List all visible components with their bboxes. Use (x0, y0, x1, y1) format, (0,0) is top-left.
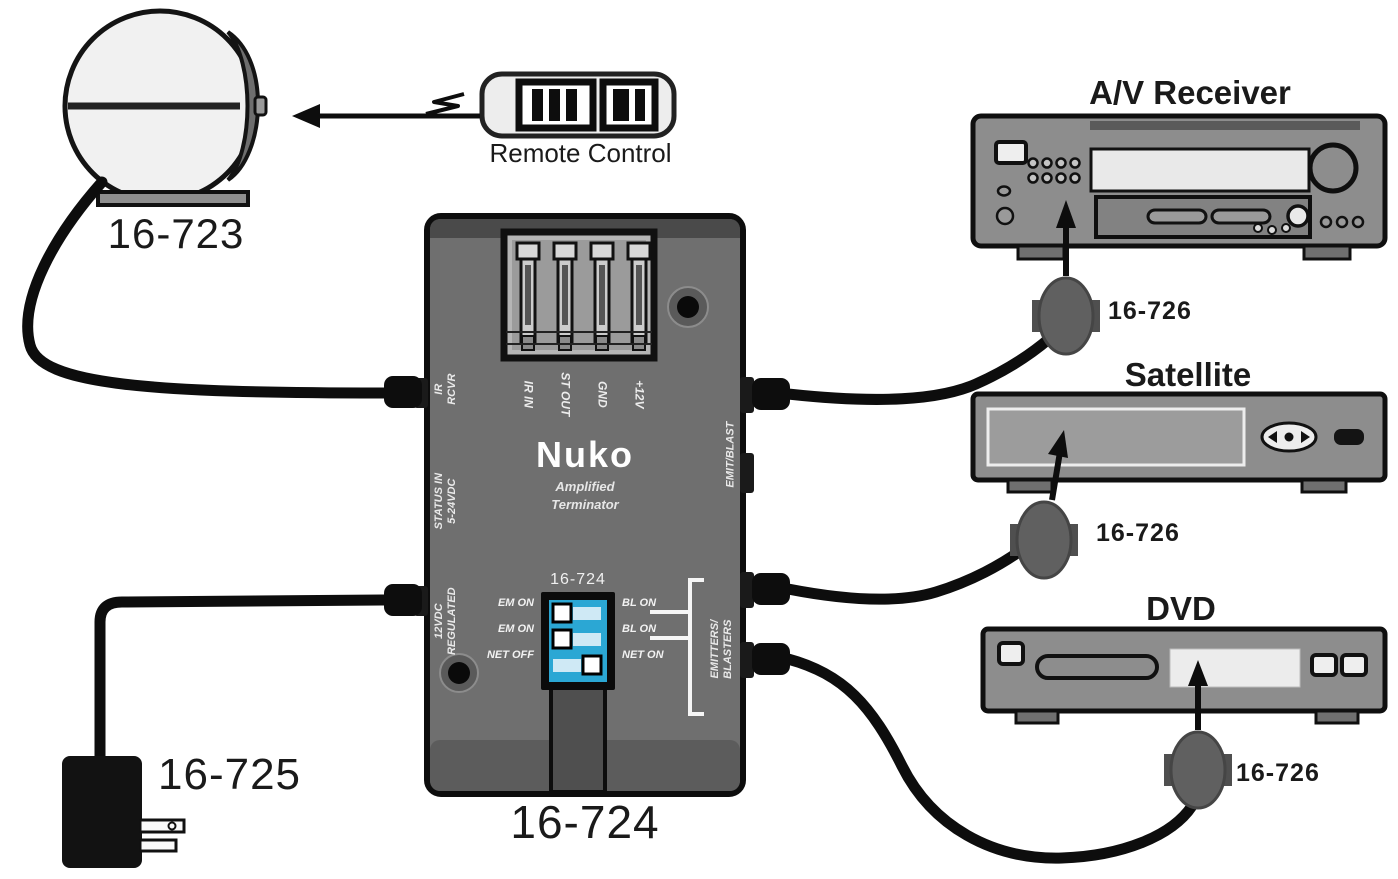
ir-receiver-part-label: 16-723 (107, 210, 245, 257)
port-label-emitters-blasters: EMITTERS/ BLASTERS (709, 589, 735, 709)
unit-subtitle-line2: Terminator (551, 496, 619, 512)
satellite-foot (1006, 478, 1054, 494)
dip-slider-strip (549, 684, 607, 794)
emitter-part-label-sat: 16-726 (1096, 519, 1180, 547)
dip-switch-3 (581, 654, 603, 676)
cable-power (94, 594, 390, 764)
satellite-illustration (970, 391, 1388, 494)
dip-label-right-2: BL ON (622, 623, 657, 635)
dvd-foot (1014, 709, 1060, 725)
dip-label-right-3: NET ON (622, 649, 664, 661)
dvd-display (1169, 648, 1301, 688)
power-supply-part-label: 16-725 (158, 750, 302, 799)
port-ir-rcvr-line2: RCVR (446, 373, 458, 405)
unit-brand-logo: Nuko (536, 434, 634, 475)
port-status-line2: 5-24VDC (446, 478, 458, 524)
dip-switch-2 (551, 628, 573, 650)
plug-power (384, 584, 422, 616)
emitter-part-label-dvd: 16-726 (1236, 759, 1320, 787)
dip-label-left-2: EM ON (497, 623, 534, 635)
satellite-display (986, 407, 1246, 467)
emitter-dvd (1164, 660, 1232, 810)
mounting-hole (439, 653, 479, 693)
av-power-button (994, 140, 1028, 165)
satellite-foot (1300, 478, 1348, 494)
ir-receiver-lens-face (226, 30, 261, 182)
unit-part-small-label: 16-724 (550, 571, 606, 588)
dip-label-left-1: EM ON (497, 597, 534, 609)
emitters-group-line2: BLASTERS (722, 619, 734, 679)
terminal-label-gnd: GND (595, 380, 610, 408)
emitter-sat (1010, 430, 1078, 580)
terminal-label-ir-in: IR IN (521, 380, 536, 408)
mounting-hole (667, 286, 709, 328)
dvd-disc-tray (1035, 654, 1159, 680)
unit-subtitle-line1: Amplified (555, 479, 615, 494)
ir-receiver-illustration (62, 8, 268, 207)
dip-label-right-1: BL ON (622, 597, 657, 609)
ir-receiver-nub (253, 95, 268, 117)
plugs (384, 376, 790, 675)
power-prong (138, 818, 186, 834)
arrow-into-dvd (1188, 660, 1208, 686)
emitters-group-bracket (650, 578, 704, 716)
arrow-into-av (1056, 200, 1076, 228)
cables (22, 176, 1198, 864)
emitter-part-label-av: 16-726 (1108, 297, 1192, 325)
dvd-illustration (980, 626, 1388, 725)
av-receiver-illustration (970, 113, 1388, 261)
dip-switch-1 (551, 602, 573, 624)
satellite-title: Satellite (1124, 356, 1252, 393)
port-12vdc-line1: 12VDC (432, 603, 445, 639)
remote-control-label: Remote Control (489, 138, 672, 168)
dip-label-left-3: NET OFF (486, 649, 534, 661)
unit-subtitle: Amplified Terminator (510, 478, 660, 513)
cable-ir-receiver (22, 176, 390, 399)
port-12vdc-line2: REGULATED (446, 587, 458, 656)
av-foot (1016, 244, 1066, 261)
power-supply-illustration (62, 756, 186, 868)
port-label-12vdc: 12VDC REGULATED (433, 571, 459, 671)
port-label-emit-blast: EMIT/BLAST (724, 421, 737, 488)
av-display (1089, 147, 1311, 193)
emitters-group-line1: EMITTERS/ (708, 619, 721, 679)
remote-control-illustration (479, 71, 677, 139)
power-prong (138, 838, 178, 853)
dip-switch (541, 592, 615, 690)
ir-signal (292, 92, 480, 128)
dvd-title: DVD (1146, 590, 1216, 627)
dvd-power-button (997, 641, 1025, 666)
empty-emitter-jack (740, 453, 754, 493)
ir-receiver-base (96, 190, 250, 207)
av-preset-buttons (1027, 157, 1081, 184)
plug-emitter-dvd (752, 643, 790, 675)
main-unit-part-label: 16-724 (510, 796, 660, 848)
main-unit-illustration (414, 213, 754, 797)
av-receiver-title: A/V Receiver (1089, 74, 1291, 111)
av-volume-knob (1307, 142, 1359, 194)
emitter-av (1032, 200, 1100, 356)
av-foot (1302, 244, 1352, 261)
arrow-to-ir-receiver (292, 104, 320, 128)
cable-emitter-dvd (782, 653, 1198, 864)
plug-emitter-sat (752, 573, 790, 605)
plug-ir-receiver (384, 376, 422, 408)
dvd-foot (1314, 709, 1360, 725)
port-label-ir-rcvr: IR RCVR (433, 339, 459, 439)
satellite-ir-window (1334, 429, 1364, 445)
terminal-label-12v: +12V (632, 380, 647, 409)
port-ir-rcvr-line1: IR (432, 383, 445, 395)
plug-emitter-av (752, 378, 790, 410)
terminal-block (500, 228, 658, 362)
port-status-line1: STATUS IN (432, 472, 445, 530)
dvd-button (1340, 653, 1368, 677)
cable-emitter-av (782, 332, 1056, 405)
terminal-label-st-out: ST OUT (558, 372, 573, 417)
port-label-status-in: STATUS IN 5-24VDC (433, 451, 459, 551)
arrow-into-satellite (1048, 430, 1068, 458)
dvd-button (1310, 653, 1338, 677)
ir-zigzag (425, 92, 465, 116)
cable-emitter-sat (782, 545, 1026, 605)
